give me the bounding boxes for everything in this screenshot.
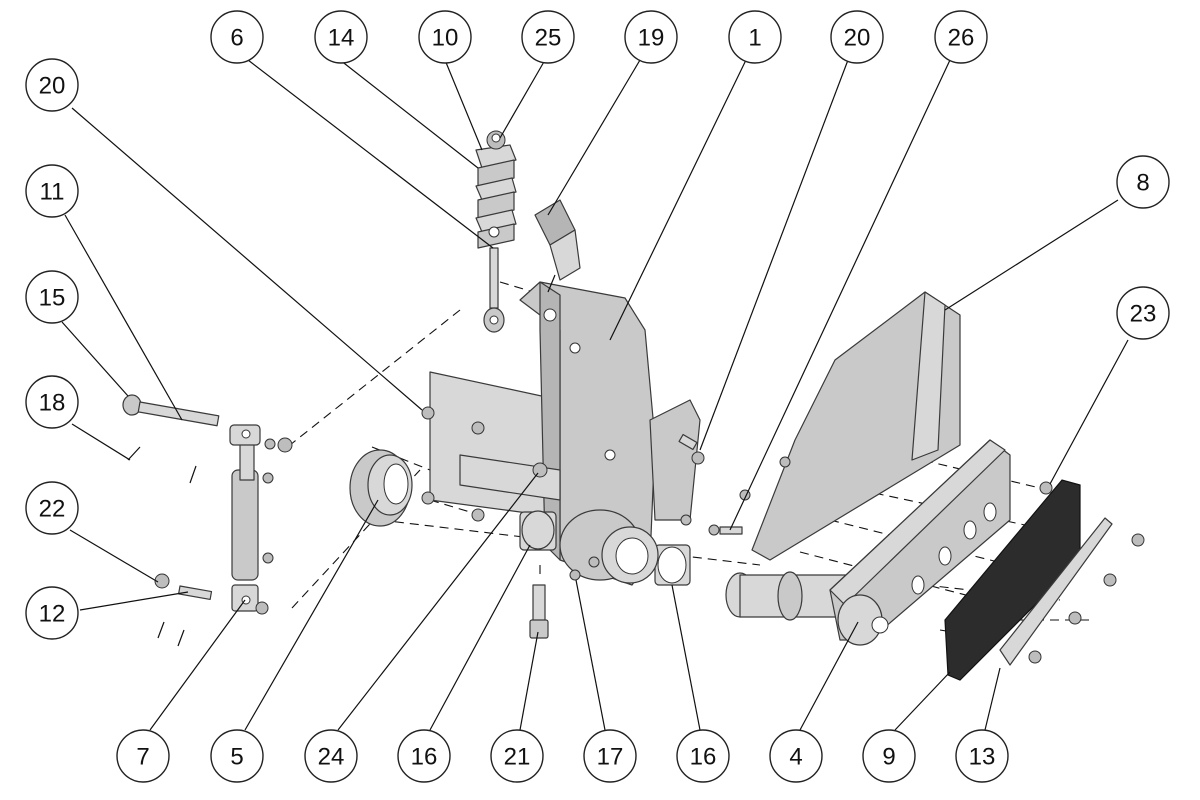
bushing-part-16-left [519,510,557,551]
hydraulic-cylinder-part-7 [229,424,274,612]
callout-8: 8 [1116,155,1170,209]
cotter-pins-part-18 [127,446,197,647]
callout-5: 5 [210,729,264,783]
svg-text:10: 10 [432,25,459,52]
svg-text:5: 5 [230,744,243,771]
callout-12: 12 [25,586,79,640]
svg-text:16: 16 [690,744,717,771]
pin-part-11-15 [122,394,293,453]
svg-text:25: 25 [535,25,562,52]
callout-19: 19 [624,10,678,64]
callout-16-right: 16 [676,729,730,783]
svg-text:26: 26 [948,25,975,52]
callout-13: 13 [955,729,1009,783]
pin-part-12-22 [154,573,269,615]
rod-end-part-6 [483,247,505,333]
callout-9: 9 [862,729,916,783]
callout-20-top: 20 [830,10,884,64]
svg-text:14: 14 [328,25,355,52]
callout-20-left: 20 [25,58,79,112]
shield-plate-part-8 [751,291,961,561]
svg-text:15: 15 [39,285,66,312]
svg-text:18: 18 [39,390,66,417]
callout-17: 17 [583,729,637,783]
svg-text:24: 24 [318,744,345,771]
callout-16-left: 16 [397,729,451,783]
svg-text:17: 17 [597,744,624,771]
svg-text:7: 7 [136,744,149,771]
svg-text:9: 9 [882,744,895,771]
svg-text:4: 4 [789,744,802,771]
callout-1: 1 [728,10,782,64]
svg-text:12: 12 [39,601,66,628]
svg-text:8: 8 [1136,170,1149,197]
callout-4: 4 [769,729,823,783]
svg-text:21: 21 [504,744,531,771]
callout-balloons: 6 14 10 25 19 1 20 26 20 11 8 15 23 18 2… [25,10,1170,783]
callout-14: 14 [314,10,368,64]
pin-part-17 [569,569,581,581]
svg-text:22: 22 [39,496,66,523]
bushing-part-16-right [654,544,691,586]
callout-25: 25 [521,10,575,64]
strip-plate-part-13 [999,517,1113,666]
bushing-housing-part-5 [349,449,413,527]
svg-text:1: 1 [748,25,761,52]
callout-10: 10 [418,10,472,64]
callout-26: 26 [934,10,988,64]
switch-part-19 [534,199,581,293]
pivot-boss [559,509,659,584]
svg-text:13: 13 [969,744,996,771]
bolt-part-21 [529,584,549,639]
bolts-part-20-26 [678,433,743,536]
svg-text:19: 19 [638,25,665,52]
svg-text:16: 16 [411,744,438,771]
bolts-part-23 [739,456,1145,664]
svg-text:23: 23 [1130,301,1157,328]
svg-text:6: 6 [230,25,243,52]
svg-text:20: 20 [844,25,871,52]
callout-21: 21 [490,729,544,783]
svg-text:20: 20 [39,73,66,100]
callout-6: 6 [210,10,264,64]
callout-18: 18 [25,375,79,429]
callout-24: 24 [304,729,358,783]
adjuster-stack-parts-10-14-25 [475,130,517,249]
leader-lines [61,59,1129,731]
callout-22: 22 [25,481,79,535]
callout-11: 11 [25,164,79,218]
grease-fitting-part-24 [532,462,548,478]
main-frame-part-1 [421,281,701,586]
arm-shaft-part-4 [725,439,1011,646]
callout-15: 15 [25,270,79,324]
callout-7: 7 [116,729,170,783]
callout-23: 23 [1116,286,1170,340]
svg-text:11: 11 [40,179,65,206]
